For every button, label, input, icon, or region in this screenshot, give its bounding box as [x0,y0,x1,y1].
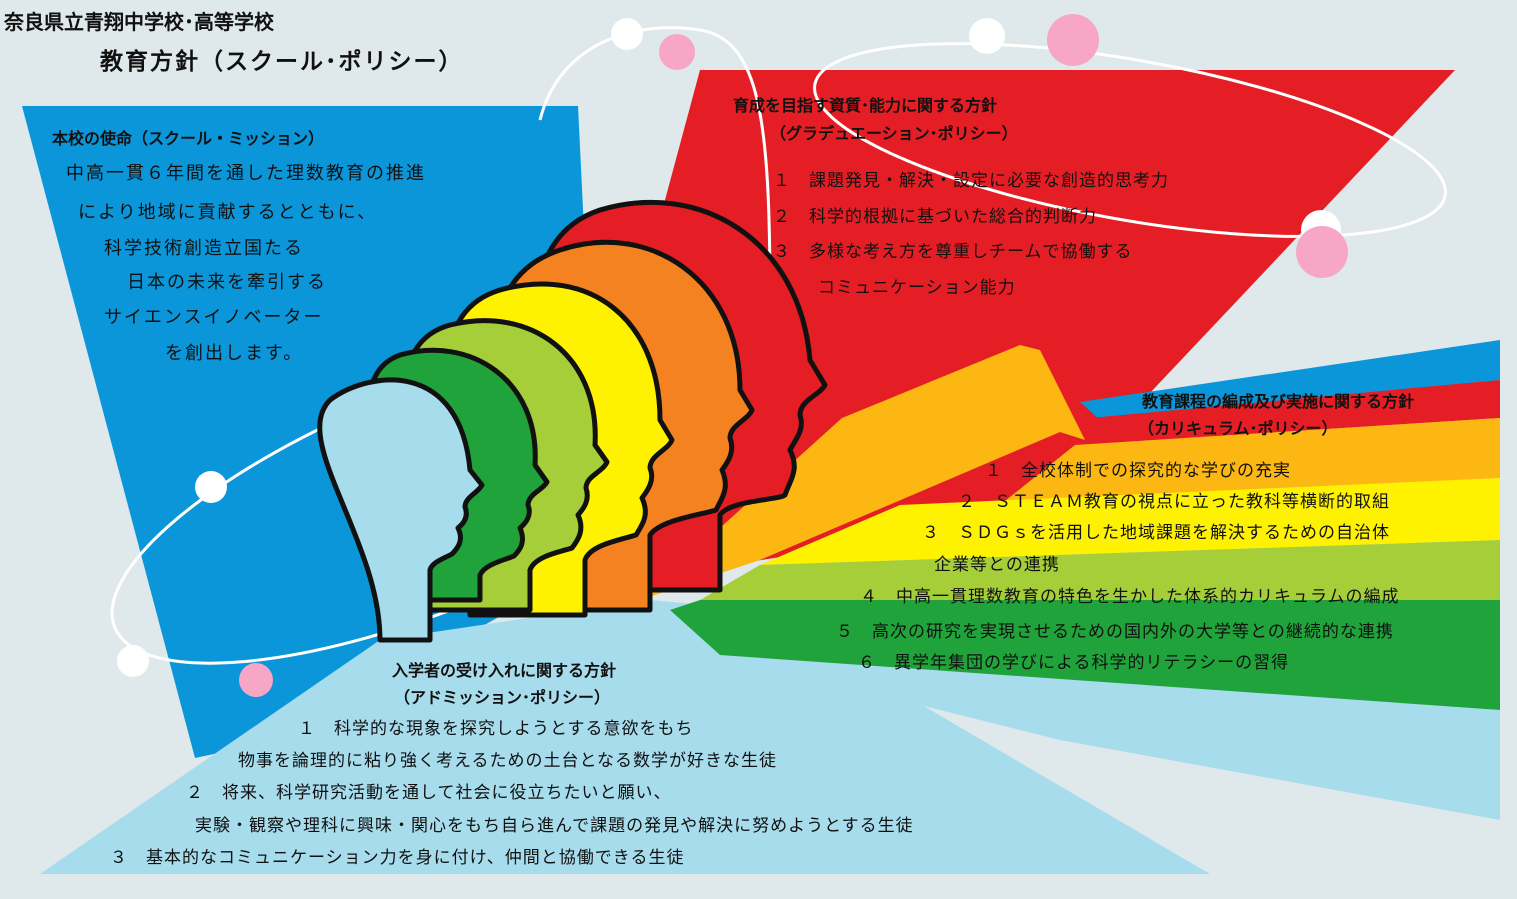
graduation-item: ３ 多様な考え方を尊重しチームで協働する [773,242,1133,262]
head-lightblue [317,377,485,643]
admission-item: 実験・観察や理科に興味・関心をもち自ら進んで課題の発見や解決に努めようとする生徒 [195,816,914,836]
planet-pink-1 [659,34,695,70]
planet-pink-4 [239,663,273,697]
mission-line: を創出します。 [165,343,304,364]
band-orange [1000,418,1500,505]
planet-white-5 [117,645,149,677]
curriculum-subheading: （カリキュラム･ポリシー） [1138,419,1338,438]
planet-pink-3 [1296,226,1348,278]
planet-white-4 [195,471,227,503]
mission-line: サイエンスイノベーター [104,307,324,328]
orbit-right [813,42,1447,238]
arrow [640,345,1085,600]
planet-white-2 [969,18,1005,54]
admission-subheading: （アドミッション･ポリシー） [394,688,611,707]
curriculum-item: ６ 異学年集団の学びによる科学的リテラシーの習得 [858,653,1290,673]
mission-line: 日本の未来を牽引する [127,272,327,293]
curriculum-item: 企業等との連携 [934,555,1060,575]
graduation-item: １ 課題発見・解決・設定に必要な創造的思考力 [773,171,1169,191]
band-blue [1080,340,1500,420]
graduation-heading: 育成を目指す資質･能力に関する方針 [733,96,998,115]
planet-white-1 [611,18,643,50]
band-lime [700,540,1500,600]
admission-heading: 入学者の受け入れに関する方針 [392,661,617,680]
curriculum-item: ３ ＳＤＧｓを活用した地域課題を解決するための自治体 [922,523,1390,543]
orbit-top [538,26,772,301]
page-title: 教育方針（スクール･ポリシー） [100,49,464,75]
curriculum-item: １ 全校体制での探究的な学びの充実 [985,461,1291,481]
band-red [1080,380,1500,445]
planet-pink-2 [1047,14,1099,66]
curriculum-item: ２ ＳＴＥＡＭ教育の視点に立った教科等横断的取組 [958,492,1390,512]
graduation-item: コミュニケーション能力 [818,278,1016,298]
curriculum-item: ４ 中高一貫理数教育の特色を生かした体系的カリキュラムの編成 [860,587,1400,607]
admission-item: １ 科学的な現象を探究しようとする意欲をもち [298,719,694,739]
curriculum-item: ５ 高次の研究を実現させるための国内外の大学等との継続的な連携 [836,622,1394,642]
graduation-item: ２ 科学的根拠に基づいた総合的判断力 [773,207,1097,227]
mission-line: 中高一貫６年間を通した理数教育の推進 [66,163,426,184]
graduation-subheading: （グラデュエーション･ポリシー） [770,124,1018,143]
admission-item: ３ 基本的なコミュニケーション力を身に付け、仲間と協働できる生徒 [110,848,685,868]
admission-item: ２ 将来、科学研究活動を通して社会に役立ちたいと願い、 [186,783,672,803]
band-yellow [760,478,1500,565]
mission-line: により地域に貢献するとともに、 [78,202,378,223]
mission-heading: 本校の使命（スクール・ミッション） [52,129,325,148]
admission-item: 物事を論理的に粘り強く考えるための土台となる数学が好きな生徒 [238,751,777,771]
mission-line: 科学技術創造立国たる [104,238,304,259]
school-name: 奈良県立青翔中学校･高等学校 [4,10,274,34]
admission-panel [40,600,1210,874]
curriculum-heading: 教育課程の編成及び実施に関する方針 [1142,392,1415,411]
band-lightblue [720,655,1500,820]
